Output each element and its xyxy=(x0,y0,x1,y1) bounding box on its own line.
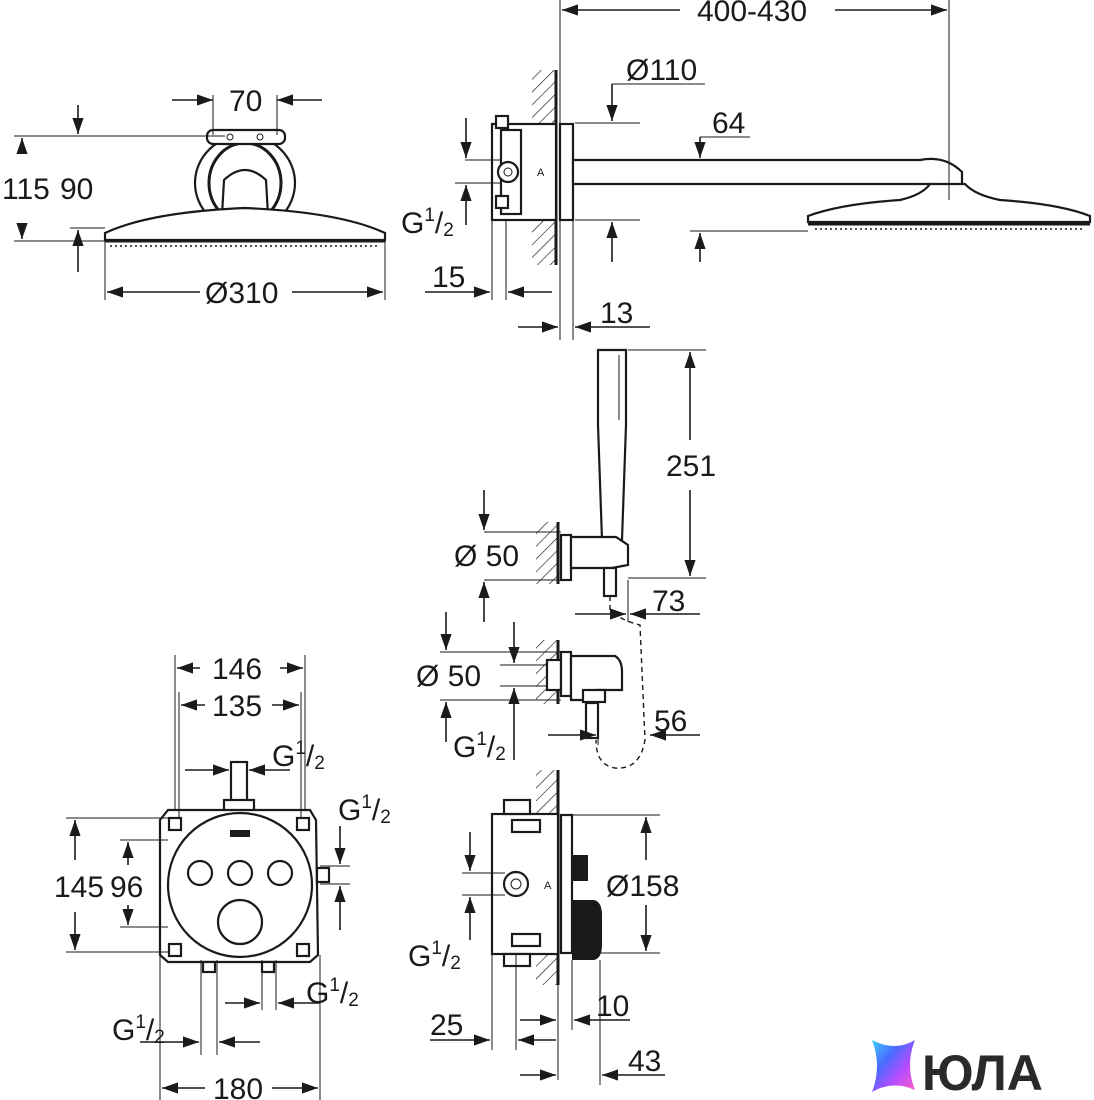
thread-label-plate-right: G1/2 xyxy=(338,792,391,828)
dim-arm-diameter: Ø110 xyxy=(626,54,697,87)
brand-logo-text: ЮЛА xyxy=(922,1045,1043,1100)
thread-label-outlet: G1/2 xyxy=(453,729,506,765)
dim-plate-180: 180 xyxy=(213,1073,263,1100)
dim-valve-diameter: Ø158 xyxy=(606,870,679,903)
shower-head-front-view xyxy=(103,128,387,247)
dim-plate-145: 145 xyxy=(54,871,104,904)
dim-head-arm-width: 70 xyxy=(229,85,262,118)
shower-arm-side-view: A xyxy=(490,114,1092,230)
dim-plate-146: 146 xyxy=(212,653,262,686)
dim-outlet-diameter: Ø 50 xyxy=(416,660,481,693)
dim-handshower-height: 251 xyxy=(666,450,716,483)
dim-head-arm-height: 90 xyxy=(60,173,93,206)
brand-logo: ЮЛА xyxy=(872,1040,1043,1100)
head-dimensions: 70 115 90 Ø310 xyxy=(2,85,386,310)
dim-plate-96: 96 xyxy=(110,871,143,904)
mixer-dimensions: Ø158 G1/2 25 10 43 xyxy=(408,814,679,1085)
dim-outlet-depth: 56 xyxy=(654,705,687,738)
dim-valve-43: 43 xyxy=(628,1045,661,1078)
thread-label-plate-bottom-right: G1/2 xyxy=(306,975,359,1011)
dim-total-length: 400-430 xyxy=(697,0,807,28)
svg-text:A: A xyxy=(544,880,552,892)
dim-valve-10: 10 xyxy=(596,990,629,1023)
wall-outlet xyxy=(545,650,624,740)
thread-label-plate-top: G1/2 xyxy=(272,738,325,774)
mixer-side-view: A xyxy=(490,798,602,968)
dim-plate-thickness: 13 xyxy=(600,297,633,330)
thread-label-mixer: G1/2 xyxy=(408,938,461,974)
dim-plate-135: 135 xyxy=(212,690,262,723)
dim-holder-diameter: Ø 50 xyxy=(454,540,519,573)
side-dimensions: 400-430 Ø110 64 G1/2 15 13 xyxy=(401,0,950,340)
handshower-with-holder xyxy=(559,348,646,769)
middle-dimensions: 251 Ø 50 73 Ø 50 G1/2 56 xyxy=(416,349,716,765)
dim-head-total-height: 115 xyxy=(2,173,50,206)
dim-arm-height: 64 xyxy=(712,107,745,140)
thread-label-arm: G1/2 xyxy=(401,205,454,241)
dim-head-diameter: Ø310 xyxy=(205,277,278,310)
brand-logo-icon xyxy=(872,1040,915,1092)
dim-holder-length: 73 xyxy=(652,585,685,618)
dim-valve-depth: 25 xyxy=(430,1009,463,1042)
plate-dimensions: 146 135 G1/2 G1/2 145 96 G1/2 xyxy=(54,653,391,1100)
thread-label-plate-bottom-left: G1/2 xyxy=(112,1012,165,1048)
mixer-plate-front-view xyxy=(158,760,331,974)
svg-text:A: A xyxy=(537,167,545,179)
dim-wall-offset: 15 xyxy=(432,261,465,294)
